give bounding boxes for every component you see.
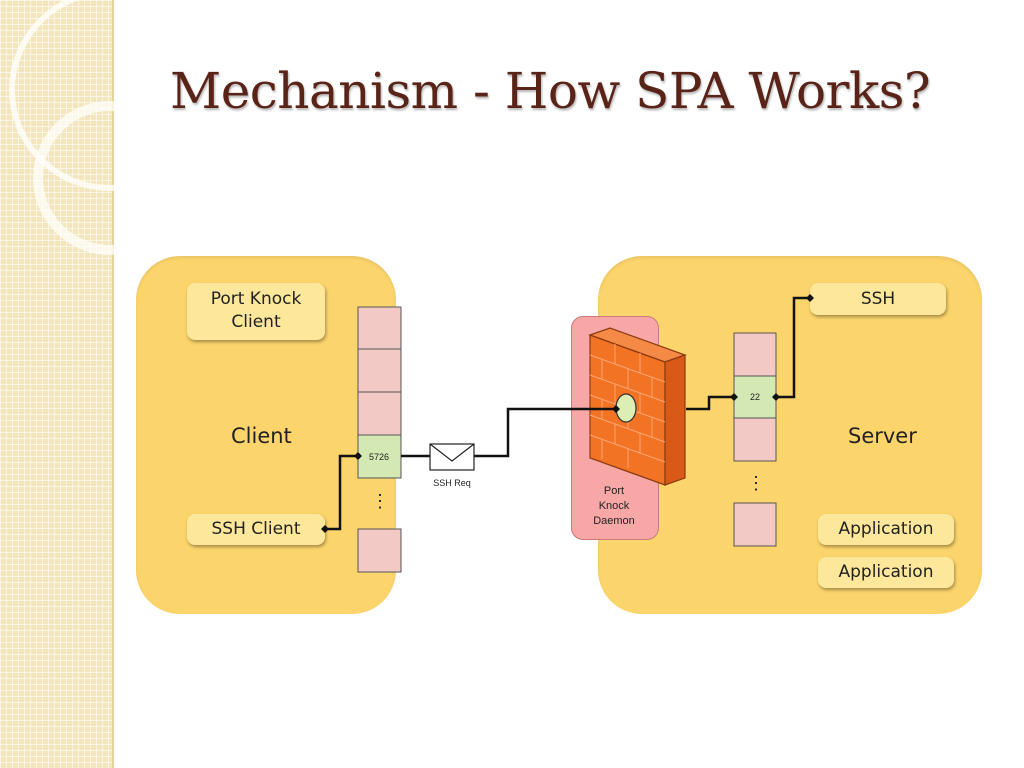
port-knock-client-label-line2: Client <box>231 312 281 332</box>
ssh-server-box: SSH <box>810 283 946 315</box>
client-port-cell <box>357 306 402 350</box>
client-ellipsis: ⋮ <box>371 491 389 511</box>
server-port-cell <box>733 417 777 462</box>
port-knock-client-box: Port Knock Client <box>187 283 325 340</box>
envelope-icon <box>429 443 475 471</box>
server-label: Server <box>848 424 917 448</box>
ssh-client-to-port-line <box>325 454 358 531</box>
server-port-22-cell <box>733 375 777 419</box>
sidebar-edge <box>112 0 114 768</box>
port-knock-daemon-label: Port Knock Daemon <box>571 484 657 529</box>
ssh-client-box: SSH Client <box>187 514 325 545</box>
daemon-label-line3: Daemon <box>593 515 635 527</box>
server-port-number: 22 <box>750 392 760 402</box>
port-knock-client-label-line1: Port Knock <box>210 289 302 309</box>
client-port-number: 5726 <box>369 452 389 462</box>
client-port-cell <box>357 391 402 436</box>
packet-to-firewall-line <box>474 407 616 458</box>
server-ellipsis: ⋮ <box>747 473 765 493</box>
application-box-1: Application <box>818 514 954 545</box>
server-port-cell <box>733 332 777 377</box>
server-port-cell <box>733 502 777 547</box>
connection-lines <box>325 296 810 531</box>
daemon-label-line1: Port <box>603 485 625 497</box>
packet-label: SSH Req <box>433 478 471 488</box>
client-label: Client <box>231 424 292 448</box>
application-box-2: Application <box>818 557 954 588</box>
firewall-icon <box>588 327 687 486</box>
client-port-cell <box>357 528 402 573</box>
port-to-ssh-line <box>776 296 810 399</box>
page-title: Mechanism - How SPA Works? <box>170 62 931 120</box>
client-port-cell <box>357 348 402 393</box>
client-port-stack <box>357 306 402 573</box>
server-port-stack <box>733 332 777 547</box>
daemon-label-line2: Knock <box>598 500 630 512</box>
connection-endpoints <box>321 294 814 533</box>
firewall-to-port-line <box>686 395 734 411</box>
